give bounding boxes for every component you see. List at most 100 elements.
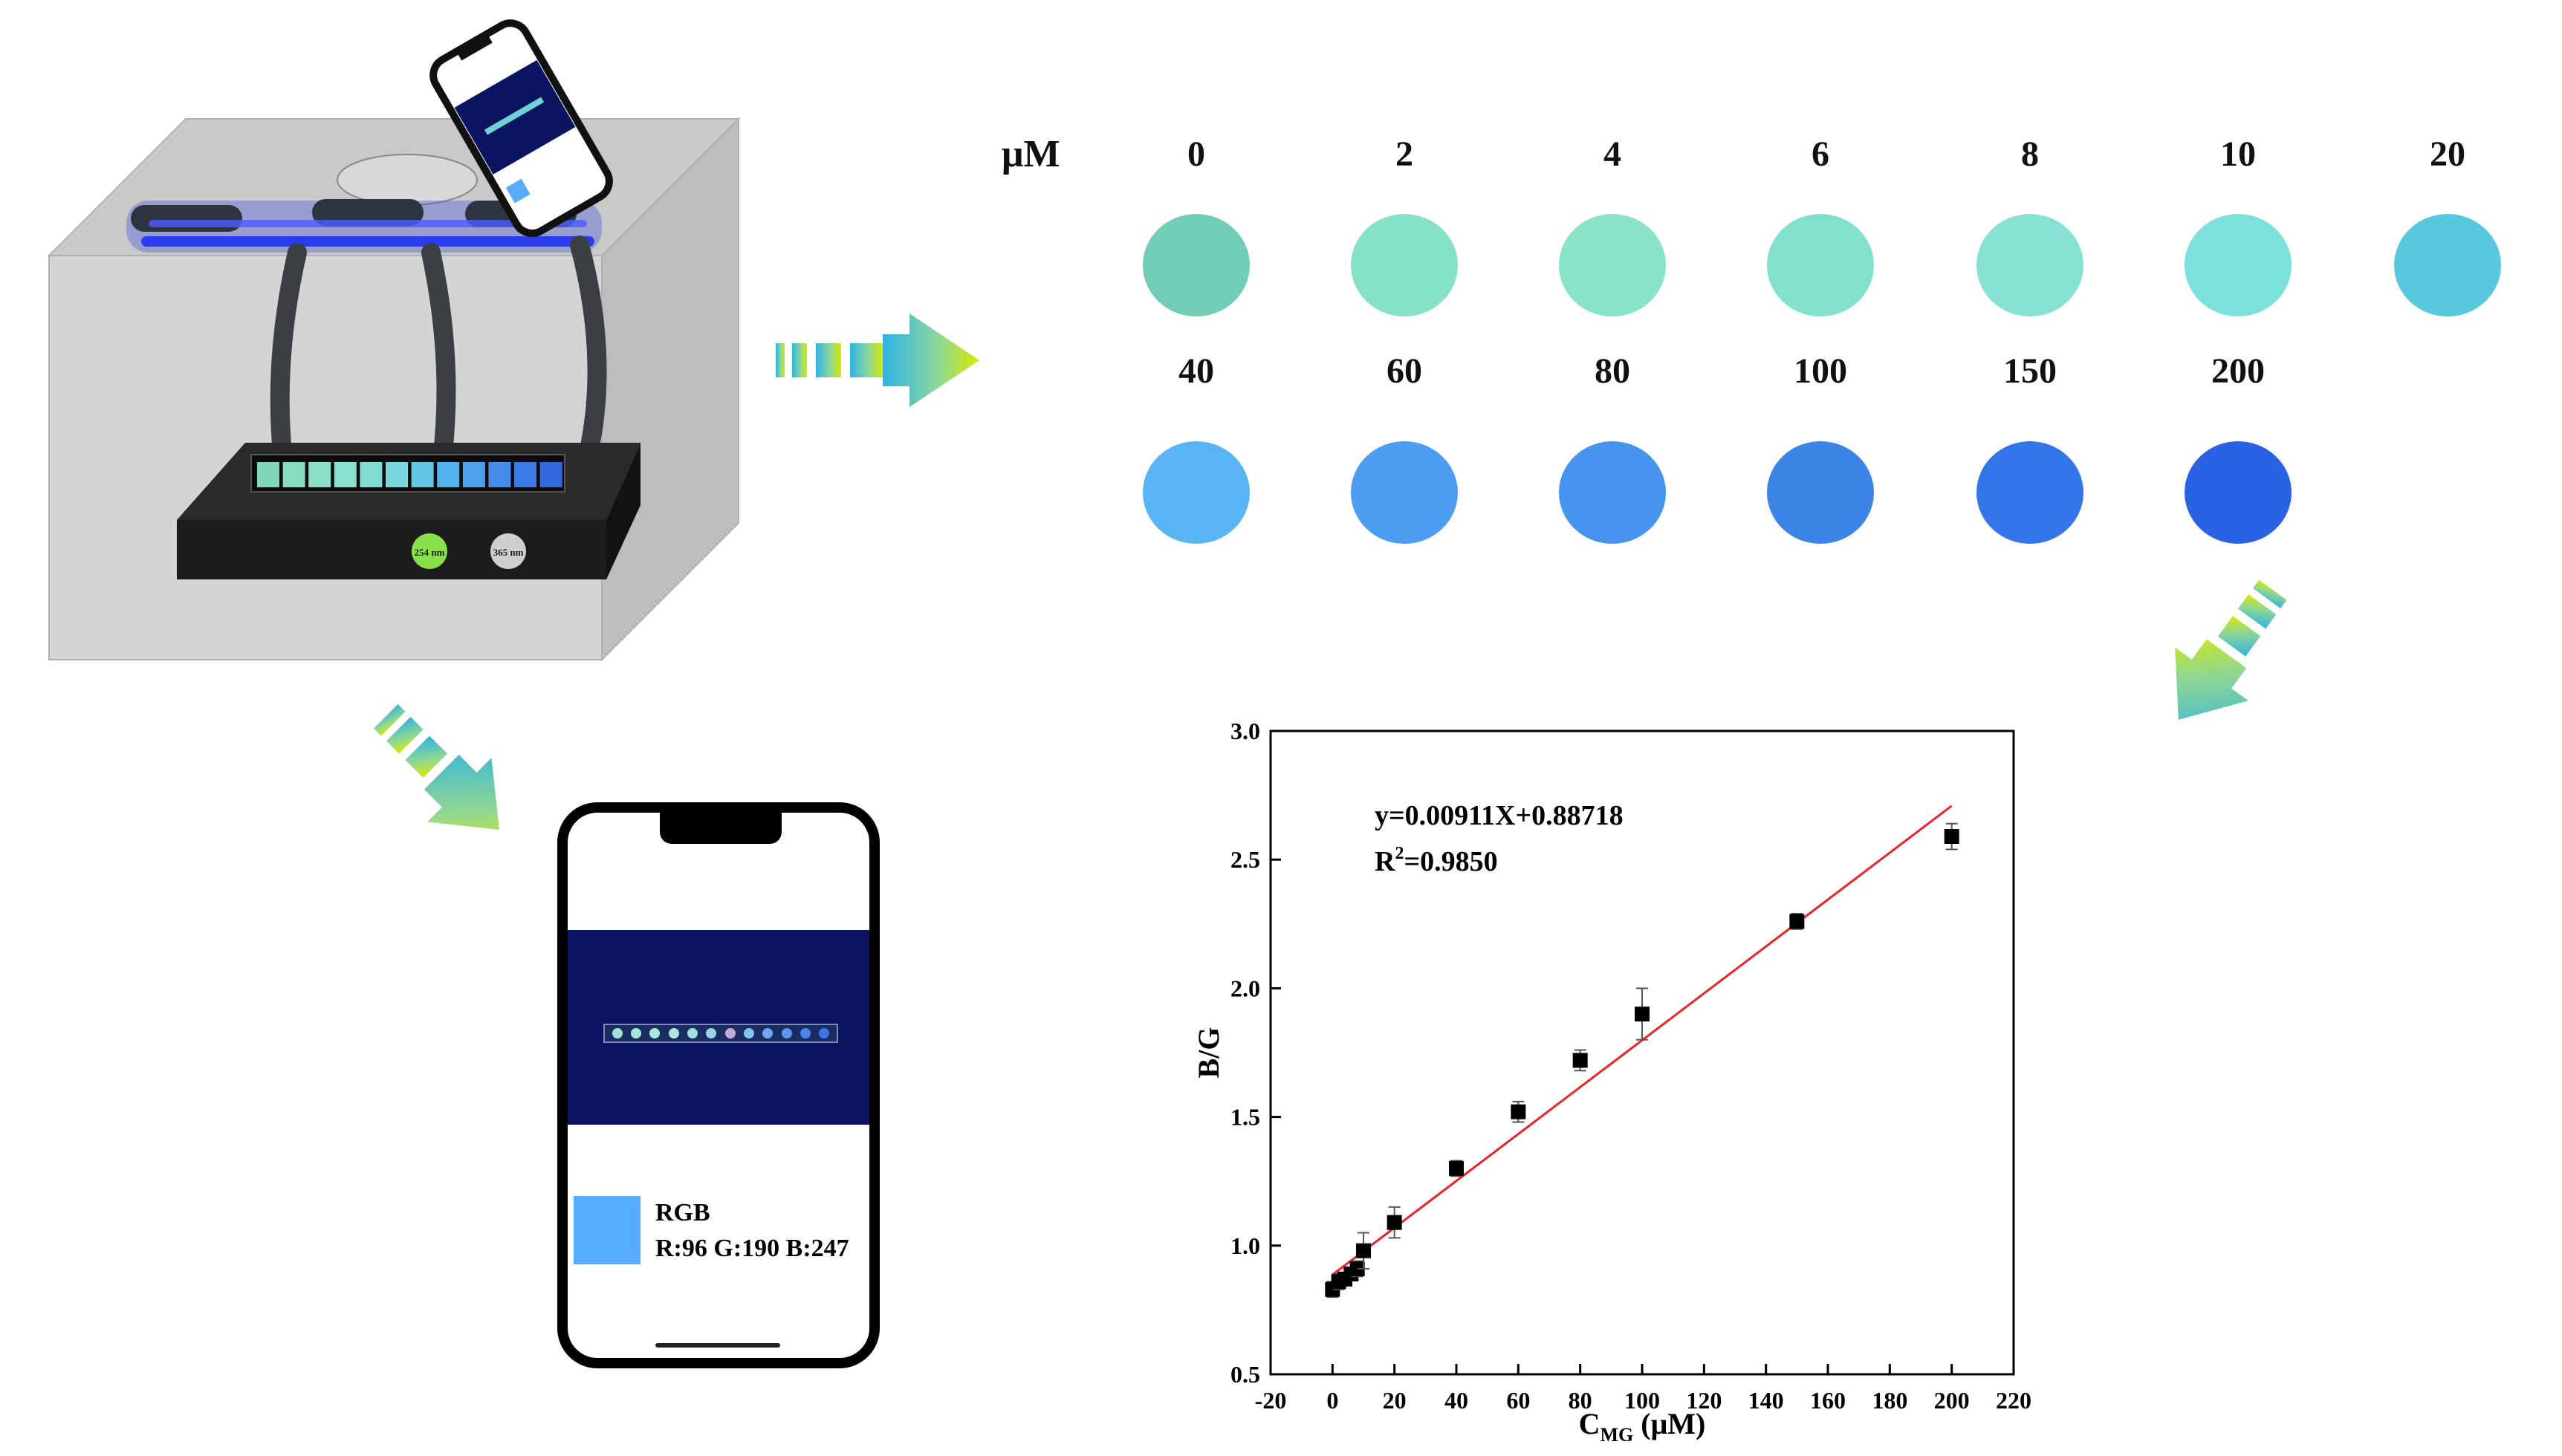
color-sample-dot (2185, 214, 2292, 316)
color-sample-dot (1559, 214, 1666, 316)
arrow-to-chart (2175, 579, 2287, 720)
vial (514, 462, 536, 487)
x-tick-label: -20 (1255, 1387, 1287, 1414)
arrow-to-phone (374, 704, 500, 831)
color-sample-dot (1767, 441, 1874, 544)
x-tick-label: 60 (1506, 1387, 1530, 1414)
button-254nm-label: 254 nm (415, 547, 445, 558)
concentration-label: 0 (1187, 134, 1205, 174)
color-sample-dot (2185, 441, 2292, 544)
color-sample-dot (1559, 441, 1666, 544)
strip-well (724, 1028, 736, 1039)
x-tick-label: 200 (1934, 1387, 1970, 1414)
data-point-marker (1635, 1007, 1650, 1022)
y-tick-label: 2.0 (1230, 975, 1260, 1001)
phone-home-indicator (655, 1343, 780, 1348)
vial (437, 462, 460, 487)
concentration-label: 60 (1387, 351, 1422, 391)
data-points (1325, 822, 1959, 1299)
y-tick-label: 1.0 (1230, 1232, 1260, 1259)
color-sample-dot (1976, 214, 2083, 316)
button-365nm[interactable] (490, 533, 526, 569)
strip-well (800, 1028, 811, 1039)
concentration-label: 8 (2021, 134, 2039, 174)
x-tick-label: 180 (1872, 1387, 1907, 1414)
x-tick-label: 40 (1444, 1387, 1468, 1414)
strip-well (649, 1028, 661, 1039)
x-tick-label: 220 (1996, 1387, 2031, 1414)
data-point-marker (1944, 829, 1959, 845)
concentration-label: 40 (1178, 351, 1214, 391)
y-tick-label: 0.5 (1230, 1361, 1260, 1388)
x-tick-label: 160 (1810, 1387, 1846, 1414)
button-254nm[interactable] (412, 533, 447, 569)
color-sample-dot (1351, 214, 1458, 316)
data-point-marker (1511, 1104, 1526, 1119)
y-tick-label: 3.0 (1230, 718, 1260, 744)
x-tick-label: 120 (1686, 1387, 1722, 1414)
vial (488, 462, 511, 487)
strip-well (668, 1028, 679, 1039)
x-tick-label: 80 (1569, 1387, 1592, 1414)
strip-well (762, 1028, 774, 1039)
concentration-label: 10 (2220, 134, 2256, 174)
strip-well (612, 1028, 623, 1039)
phone-notch (660, 802, 782, 844)
vial (462, 462, 485, 487)
button-365nm-label: 365 nm (493, 547, 524, 558)
color-sample-dot (1351, 441, 1458, 544)
concentration-label: 150 (2003, 351, 2057, 391)
rgb-color-swatch (574, 1196, 640, 1264)
x-tick-label: 100 (1624, 1387, 1660, 1414)
y-axis-label: B/G (1192, 1027, 1225, 1079)
base-right (606, 443, 640, 579)
x-tick-label: 140 (1748, 1387, 1784, 1414)
x-tick-label: 20 (1383, 1387, 1407, 1414)
concentration-label: 200 (2211, 351, 2265, 391)
strip-well (687, 1028, 698, 1039)
concentration-label: 100 (1794, 351, 1847, 391)
data-point-marker (1449, 1160, 1464, 1176)
rgb-title: RGB (655, 1199, 710, 1226)
vial (282, 462, 305, 487)
mini-phone (429, 19, 613, 237)
concentration-label: 6 (1812, 134, 1829, 174)
top-hole (337, 154, 478, 206)
y-tick-label: 2.5 (1230, 846, 1260, 873)
concentration-label: 4 (1603, 134, 1621, 174)
color-sample-dot (1976, 441, 2083, 544)
concentration-label: 80 (1595, 351, 1630, 391)
data-point-marker (1572, 1053, 1588, 1068)
x-axis-label: CMG (μM) (1579, 1407, 1706, 1441)
y-tick-label: 1.5 (1230, 1104, 1260, 1131)
base-front (177, 520, 606, 579)
data-point-marker (1356, 1243, 1371, 1258)
rgb-values: R:96 G:190 B:247 (655, 1235, 849, 1262)
vial (257, 462, 279, 487)
strip-well (706, 1028, 717, 1039)
color-sample-dot (1767, 214, 1874, 316)
color-sample-dot (1143, 441, 1250, 544)
phone-vial-strip (603, 1024, 838, 1043)
fit-equation: y=0.00911X+0.88718 (1375, 800, 1624, 831)
data-point-marker (1387, 1215, 1402, 1230)
uv-lamp (126, 199, 602, 253)
r-squared: R2=0.9850 (1375, 844, 1498, 877)
strip-well (781, 1028, 792, 1039)
vial (360, 462, 383, 487)
vial (334, 462, 357, 487)
vial-row (257, 462, 562, 487)
stand-legs (270, 235, 607, 463)
data-point-marker (1349, 1261, 1365, 1276)
color-sample-dot (2394, 214, 2501, 316)
arrow-to-color-grid (776, 313, 979, 407)
data-point-marker (1789, 914, 1805, 929)
color-sample-dot (1143, 214, 1250, 316)
vial (539, 462, 562, 487)
strip-well (630, 1028, 641, 1039)
concentration-unit: μM (1002, 133, 1060, 175)
concentration-label: 2 (1395, 134, 1413, 174)
strip-well (819, 1028, 830, 1039)
